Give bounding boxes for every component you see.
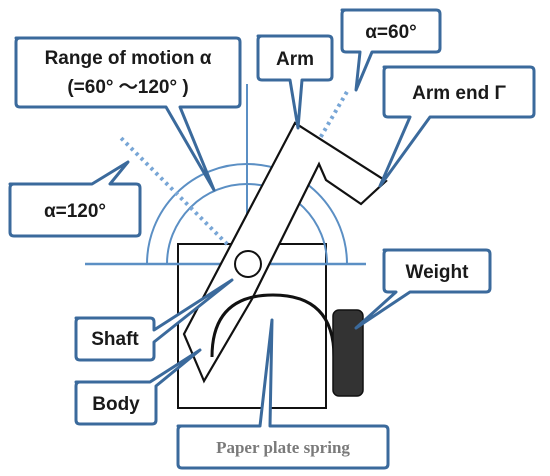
range-of-motion-label: Range of motion α xyxy=(45,48,212,69)
paper-plate-spring-label: Paper plate spring xyxy=(216,438,350,457)
callout-arm-end xyxy=(378,65,536,188)
callout-body xyxy=(74,348,202,426)
arm-shape xyxy=(182,121,388,384)
body-label: Body xyxy=(92,394,140,415)
callout-alpha-60 xyxy=(340,8,442,92)
arm-label: Arm xyxy=(276,49,314,70)
callout-range-of-motion xyxy=(14,36,242,192)
arm-end-label: Arm end Γ xyxy=(412,83,506,104)
shaft-label: Shaft xyxy=(91,329,139,350)
callout-weight xyxy=(354,248,492,330)
alpha-120-label: α=120° xyxy=(44,201,106,222)
callout-alpha-120 xyxy=(8,160,142,238)
alpha-120-dotted-line xyxy=(118,135,249,266)
weight-label: Weight xyxy=(406,262,470,283)
shaft-circle xyxy=(234,250,262,278)
range-of-motion-values: (=60° ～120° ) xyxy=(67,77,188,98)
range-arc-inner xyxy=(166,183,328,265)
callout-shaft xyxy=(74,278,234,362)
weight-block xyxy=(332,309,364,397)
callout-paper-plate-spring xyxy=(176,318,390,470)
paper-plate-spring xyxy=(210,293,336,358)
alpha-60-label: α=60° xyxy=(365,22,417,43)
range-arc-outer xyxy=(146,163,348,265)
callout-arm xyxy=(256,34,334,130)
